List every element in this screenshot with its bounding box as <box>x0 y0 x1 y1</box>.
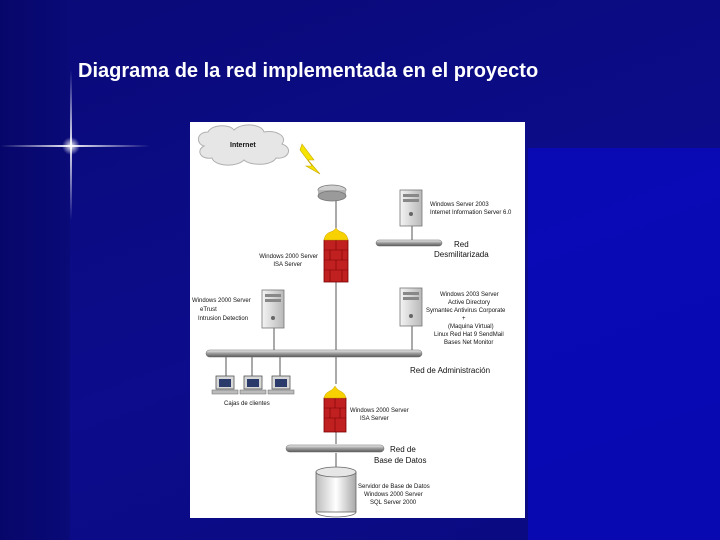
svg-text:Windows 2000 Server: Windows 2000 Server <box>192 298 251 304</box>
client-computer-icon <box>267 375 295 395</box>
isa-server-top-label: Windows 2000 Server ISA Server <box>259 254 318 268</box>
svg-text:Windows 2000 Server: Windows 2000 Server <box>350 408 409 414</box>
firewall-top-icon <box>323 227 349 283</box>
connection-lines <box>225 197 413 470</box>
slide-title: Diagrama de la red implementada en el pr… <box>78 60 539 82</box>
svg-text:Windows 2000 Server: Windows 2000 Server <box>364 492 423 498</box>
svg-text:Red: Red <box>454 240 469 249</box>
svg-text:Intrusion Detection: Intrusion Detection <box>198 316 248 322</box>
router-icon <box>317 184 347 202</box>
db-network-label: Red de Base de Datos <box>374 445 426 465</box>
dmz-network-label: Red Desmilitarizada <box>434 240 489 259</box>
clients-label: Cajas de clientes <box>224 401 270 407</box>
svg-text:(Maquina Virtual): (Maquina Virtual) <box>448 324 494 330</box>
db-network-pipe <box>285 444 385 453</box>
web-server-label: Windows Server 2003 Internet Information… <box>430 202 512 216</box>
dmz-network-pipe <box>375 239 443 247</box>
database-icon <box>315 466 357 518</box>
db-server-label: Servidor de Base de Datos Windows 2000 S… <box>358 484 430 506</box>
svg-text:Bases Net Monitor: Bases Net Monitor <box>444 340 493 346</box>
svg-text:Linux Red Hat 9 SendMail: Linux Red Hat 9 SendMail <box>434 332 504 338</box>
svg-text:eTrust: eTrust <box>200 307 217 313</box>
etrust-server-label: Windows 2000 Server eTrust Intrusion Det… <box>192 298 251 322</box>
etrust-server-icon <box>261 289 285 329</box>
svg-text:Windows Server 2003: Windows Server 2003 <box>430 202 489 208</box>
ad-server-label: Windows 2003 Server Active Directory Sym… <box>426 292 506 346</box>
web-server-icon <box>399 189 423 227</box>
svg-text:SQL Server 2000: SQL Server 2000 <box>370 500 417 506</box>
client-computer-icon <box>239 375 267 395</box>
lightning-bolt-icon <box>299 143 321 175</box>
isa-server-bottom-label: Windows 2000 Server ISA Server <box>350 408 409 422</box>
svg-text:ISA Server: ISA Server <box>273 262 302 268</box>
svg-text:Base de Datos: Base de Datos <box>374 456 426 465</box>
svg-text:Desmilitarizada: Desmilitarizada <box>434 250 489 259</box>
svg-text:Active Directory: Active Directory <box>448 300 490 306</box>
firewall-bottom-icon <box>323 385 347 433</box>
svg-text:+: + <box>462 316 466 322</box>
star-flare-core <box>62 137 80 155</box>
svg-text:Windows 2003 Server: Windows 2003 Server <box>440 292 499 298</box>
admin-network-pipe <box>205 349 423 358</box>
internet-cloud: Internet <box>198 124 290 166</box>
right-background-band <box>528 148 720 540</box>
svg-text:Internet Information Server 6.: Internet Information Server 6.0 <box>430 210 512 216</box>
svg-text:Symantec Antivirus Corporate: Symantec Antivirus Corporate <box>426 308 506 314</box>
svg-text:Red de: Red de <box>390 445 416 454</box>
client-computer-icon <box>211 375 239 395</box>
svg-text:ISA Server: ISA Server <box>360 416 389 422</box>
svg-text:Servidor de Base de Datos: Servidor de Base de Datos <box>358 484 430 490</box>
client-workstations <box>211 375 295 395</box>
left-background-band <box>0 0 70 540</box>
ad-server-icon <box>399 287 423 327</box>
admin-network-label: Red de Administración <box>410 366 490 375</box>
svg-text:Windows 2000 Server: Windows 2000 Server <box>259 254 318 260</box>
internet-label: Internet <box>230 142 256 149</box>
network-diagram: Internet Windows Server 2003 Internet In… <box>190 122 525 518</box>
